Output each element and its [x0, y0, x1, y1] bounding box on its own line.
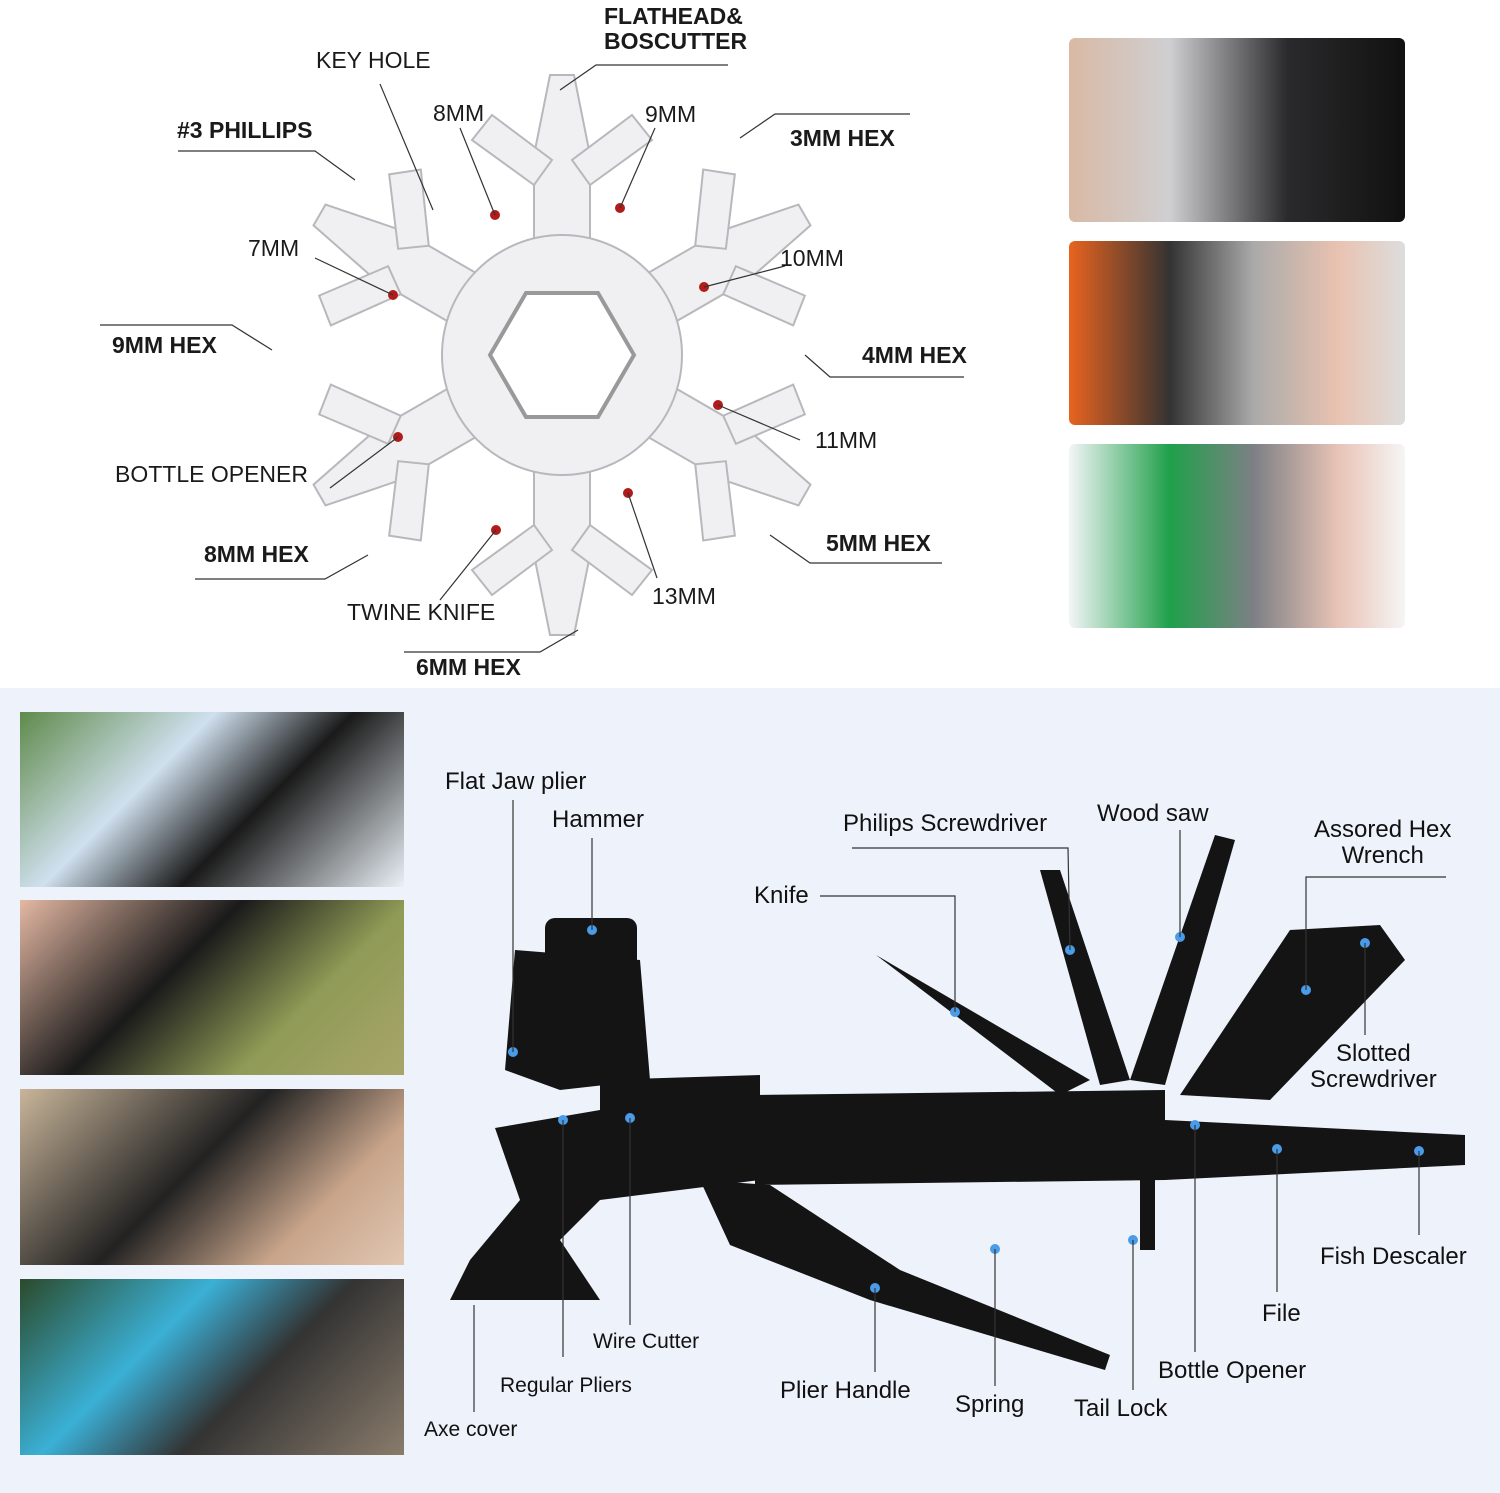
photo-snowflake-bottle	[1069, 444, 1405, 628]
label-bottle-opener: BOTTLE OPENER	[115, 461, 308, 487]
label-wood-saw: Wood saw	[1097, 800, 1209, 827]
label-bottle-opener-multitool: Bottle Opener	[1158, 1357, 1307, 1384]
label-tail-lock: Tail Lock	[1074, 1395, 1168, 1422]
photo-snowflake-screwdriver	[1069, 38, 1405, 222]
snowflake-leader-lines	[100, 64, 964, 653]
label-flathead-line1: FLATHEAD&	[604, 3, 743, 29]
multitool	[450, 835, 1465, 1370]
label-7mm: 7MM	[248, 235, 300, 261]
label-flat-jaw-plier: Flat Jaw plier	[445, 768, 587, 795]
photo-axe-wood	[20, 712, 404, 887]
multitool-leader-lines	[473, 800, 1446, 1412]
label-flathead-line2: BOSCUTTER	[604, 28, 748, 55]
label-axe-cover: Axe cover	[424, 1418, 518, 1441]
label-6mm-hex: 6MM HEX	[416, 654, 521, 680]
label-11mm: 11MM	[815, 427, 878, 453]
label-slotted-line2: Screwdriver	[1310, 1066, 1437, 1094]
label-spring: Spring	[955, 1391, 1025, 1418]
label-slotted-line1: Slotted	[1335, 1040, 1411, 1067]
label-13mm: 13MM	[652, 583, 716, 609]
photo-snowflake-wrench	[1069, 241, 1405, 425]
label-hammer: Hammer	[552, 806, 645, 833]
label-fish-descaler: Fish Descaler	[1320, 1243, 1467, 1270]
label-9mm-hex: 9MM HEX	[112, 332, 217, 358]
label-regular-pliers: Regular Pliers	[500, 1374, 632, 1397]
label-10mm: 10MM	[780, 245, 844, 271]
label-plier-handle: Plier Handle	[780, 1377, 911, 1404]
label-knife: Knife	[754, 882, 809, 909]
label-philips-screwdriver: Philips Screwdriver	[843, 810, 1048, 837]
label-8mm-hex: 8MM HEX	[204, 541, 309, 567]
label-twine-knife: TWINE KNIFE	[347, 599, 496, 625]
label-slotted-screwdriver: Slotted Screwdriver	[1310, 1040, 1437, 1094]
label-hex-wrench-line1: Assored Hex	[1314, 816, 1452, 843]
label-4mm-hex: 4MM HEX	[862, 342, 967, 368]
photo-hammer-nail	[20, 900, 404, 1075]
label-9mm: 9MM	[645, 101, 697, 127]
label-key-hole: KEY HOLE	[316, 47, 431, 73]
label-8mm: 8MM	[433, 100, 485, 126]
photo-bottle-opener	[20, 1279, 404, 1455]
label-flathead: FLATHEAD& BOSCUTTER	[604, 3, 748, 55]
label-hex-wrench-line2: Wrench	[1341, 842, 1424, 870]
label-3-phillips: #3 PHILLIPS	[177, 117, 313, 143]
label-3mm-hex: 3MM HEX	[790, 125, 895, 151]
snowflake-tool	[273, 74, 851, 636]
label-wire-cutter: Wire Cutter	[593, 1330, 700, 1353]
photo-pliers-wire	[20, 1089, 404, 1265]
label-5mm-hex: 5MM HEX	[826, 530, 931, 556]
label-file: File	[1262, 1300, 1301, 1327]
label-hex-wrench: Assored Hex Wrench	[1314, 816, 1452, 870]
